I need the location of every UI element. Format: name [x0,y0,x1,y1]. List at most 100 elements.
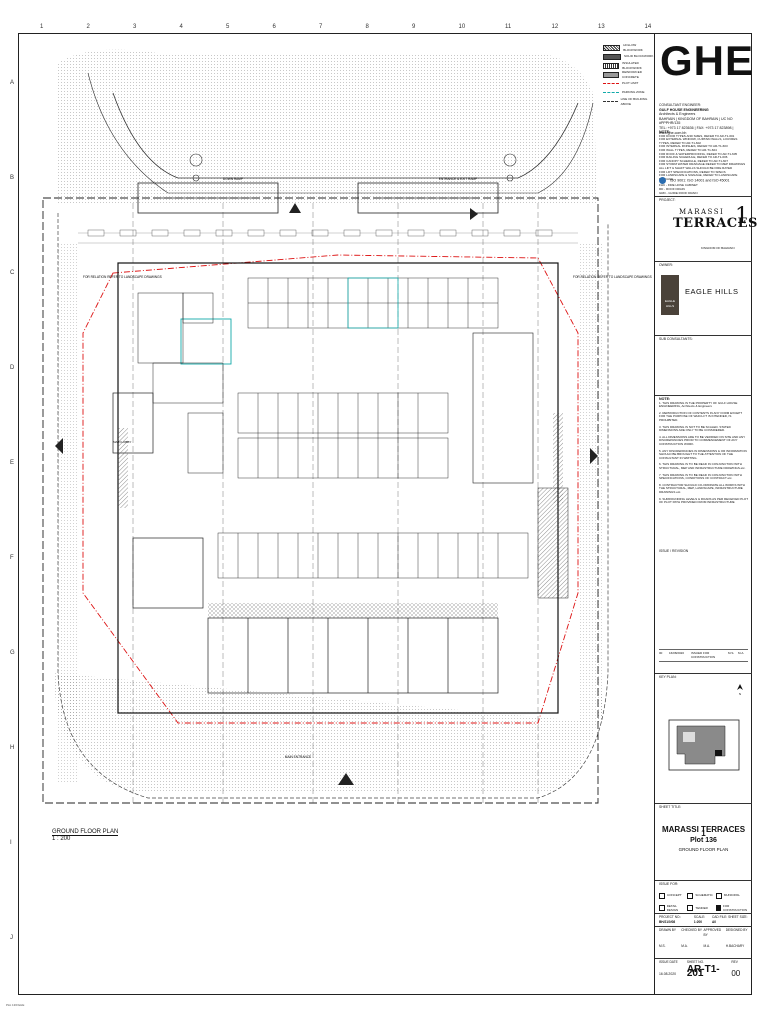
legend-row: REINFORCED CONCRETE [603,69,655,79]
key-plan-drawing: N [668,683,743,770]
note-item: ALL LIFT & SHAFT WALLS SHOULD BE FIRE RA… [659,165,733,170]
legend-swatch [603,83,619,84]
iso-cert: ISO 9001: ISO 14001 and ISO 45001 [659,177,748,184]
grid-column-label: 4 [179,24,183,30]
grid-row-label: B [10,175,15,181]
checkbox-icon [659,892,665,899]
legend-label: PLOT LIMIT [622,81,639,86]
notes-top: NOTE: FOR DOOR TYPES AND SIZES, REFER TO… [659,130,748,195]
grid-row-label: H [10,745,15,751]
site-landscape [58,49,598,204]
sheet-title: MARASSI TERRACES 1 [661,824,746,839]
grid-column-label: 3 [133,24,137,30]
legend-swatch [603,92,619,93]
note-item: FOR WALL TYPES, REFER TO AR-T1-604 [659,147,717,152]
grid-row-label: J [10,935,13,941]
issue-option: SCHEMATIC [687,892,715,899]
plan-caption: GROUND FLOOR PLAN 1 : 200 [52,829,119,842]
checkbox-icon [687,905,694,912]
project-info: PROJECT NO.: BH/21/0/08 SCALE: 1:200 CAD… [659,915,748,924]
ramp-right-label: ENTRANCE & EXIT RAMP [439,177,478,181]
issue-option: FOR CONSTRUCTION [715,904,748,913]
svg-text:FOR RELATION REFER TO LANDSCAP: FOR RELATION REFER TO LANDSCAPE DRAWINGS [573,275,652,279]
legend-swatch [603,53,621,60]
note-item: 1. THIS DRAWING IS THE PROPERTY OF GULF … [659,400,738,409]
grid-row-label: F [10,555,14,561]
issue-option: DETAIL DESIGN [659,904,687,913]
grid-row-label: A [10,80,15,86]
legend-row: HOLLOW BLOCKWORK [603,42,655,52]
legend-label: LINE OF BUILDING ABOVE [620,96,648,106]
checkbox-icon [687,892,694,899]
issue-by: M.S. [728,650,735,655]
legend-row: LINE OF BUILDING ABOVE [603,96,655,106]
grid-column-label: 1 [40,24,44,30]
legend-label: INSULATED BLOCKWORK [622,60,642,70]
signatures: DRAWN BY CHECKED BY APPROVED BY DESIGNED… [659,928,748,949]
note-item: 6. THIS DRAWING IS TO BE READ IN CONJUNC… [659,462,746,471]
owner-block: OWNER: EAGLE HILLS EAGLE HILLS [659,263,748,315]
legend-swatch [603,44,621,51]
sheet-title-block: SHEET TITLE: MARASSI TERRACES 1 Plot 136… [659,805,748,853]
parking-rows-middle [217,392,529,579]
issue-option-label: SCHEMATIC [695,893,713,898]
legend-swatch [603,62,620,69]
note-item: FOR LIFT SPECIFICATIONS, REFER TO SPECS [659,169,726,174]
iso-icon [659,177,666,184]
svg-text:MAIN LOBBY: MAIN LOBBY [113,440,131,444]
issue-rev: 00 [659,650,663,655]
note-item: 2. REPRODUCTION OF CONTENTS IN ANY FORM … [659,410,743,423]
grid-column-label: 10 [458,24,466,30]
key-plan: KEY PLAN: N [659,675,748,791]
issue-desc: ISSUED FOR CONSTRUCTION [691,650,716,660]
grid-row-label: E [10,460,15,466]
legend-label: HOLLOW BLOCKWORK [623,42,643,52]
issue-option: CONCEPT [659,892,687,899]
legend-row: PLOT LIMIT [603,81,638,86]
issue-date: 16/08/2020 [669,650,685,655]
grid-column-label: 7 [319,24,323,30]
note-item: 3. THIS DRAWING IS NOT TO BE SCALED. STA… [659,424,731,433]
parking-row-top [247,277,499,329]
issue-option-label: MUNICIPAL [723,893,740,898]
note-item: 7. THIS DRAWING IS TO BE READ IN CONJUNC… [659,472,742,481]
legend-row: PARKING ZONE [603,90,644,95]
note-item: 8. CONTRACTOR SHOULD CO-ORDINATE ALL WOR… [659,482,745,495]
drawing-frame [18,33,752,995]
grid-column-label: 6 [272,24,276,30]
eagle-hills-logo-icon: EAGLE HILLS [661,275,679,315]
sheet-number: AR-T1-201 [686,963,720,980]
grid-row-label: D [10,365,15,371]
ramp-left-label: DOWN RAMP [223,177,243,181]
sheet-number-block: ISSUE DATE SHEET NO. REV 16.08.2020 AR-T… [659,960,741,980]
note-item: FOR LANDSCAPE & SIGNAGE, REFER TO LANDSC… [659,173,738,181]
grid-column-label: 8 [365,24,369,30]
note-item: FOR RAILING SCHEDULE, REFER TO AR-T1-606 [659,155,728,160]
checkbox-icon [715,892,722,899]
svg-text:FOR RELATION REFER TO LANDSCAP: FOR RELATION REFER TO LANDSCAPE DRAWINGS [83,275,162,279]
grid-row-label: I [10,840,12,846]
ground-floor-plan: DOWN RAMP ENTRANCE & EXIT RAMP [42,49,652,804]
issue-option-label: CONCEPT [667,893,682,898]
note-item: 9. SURROUNDING LEVELS & ROADS AS PER REC… [659,496,748,505]
note-item: FOR STORM WATER DRAINAGE REFER TO MEP DR… [659,162,746,167]
note-item: FOR DOOR TYPES AND SIZES, REFER TO AR-T1… [659,133,735,138]
legend-row: INSULATED BLOCKWORK [603,60,655,70]
note-item: 5. ANY DISCREPANCIES IN DIMENSIONS & OR … [659,448,747,461]
svg-text:N: N [739,692,741,696]
grid-row-label: G [10,650,15,656]
site-landscape-bottom [53,673,603,793]
grid-column-label: 12 [551,24,559,30]
issue-option: MUNICIPAL [715,892,748,899]
file-stamp: Plot 136/GHE [6,1003,25,1007]
note-item: 4. ALL DIMENSIONS ARE TO BE VERIFIED ON … [659,434,746,447]
note-item: FOR EXTERNAL WINDOW, CURTAIN WALLS, LOUV… [659,137,738,145]
note-code: RD - ROOF DRAIN [659,186,685,191]
legend-label: SOLID BLOCKWORK [624,54,654,59]
grid-column-label: 5 [226,24,230,30]
legend-label: REINFORCED CONCRETE [622,69,642,79]
